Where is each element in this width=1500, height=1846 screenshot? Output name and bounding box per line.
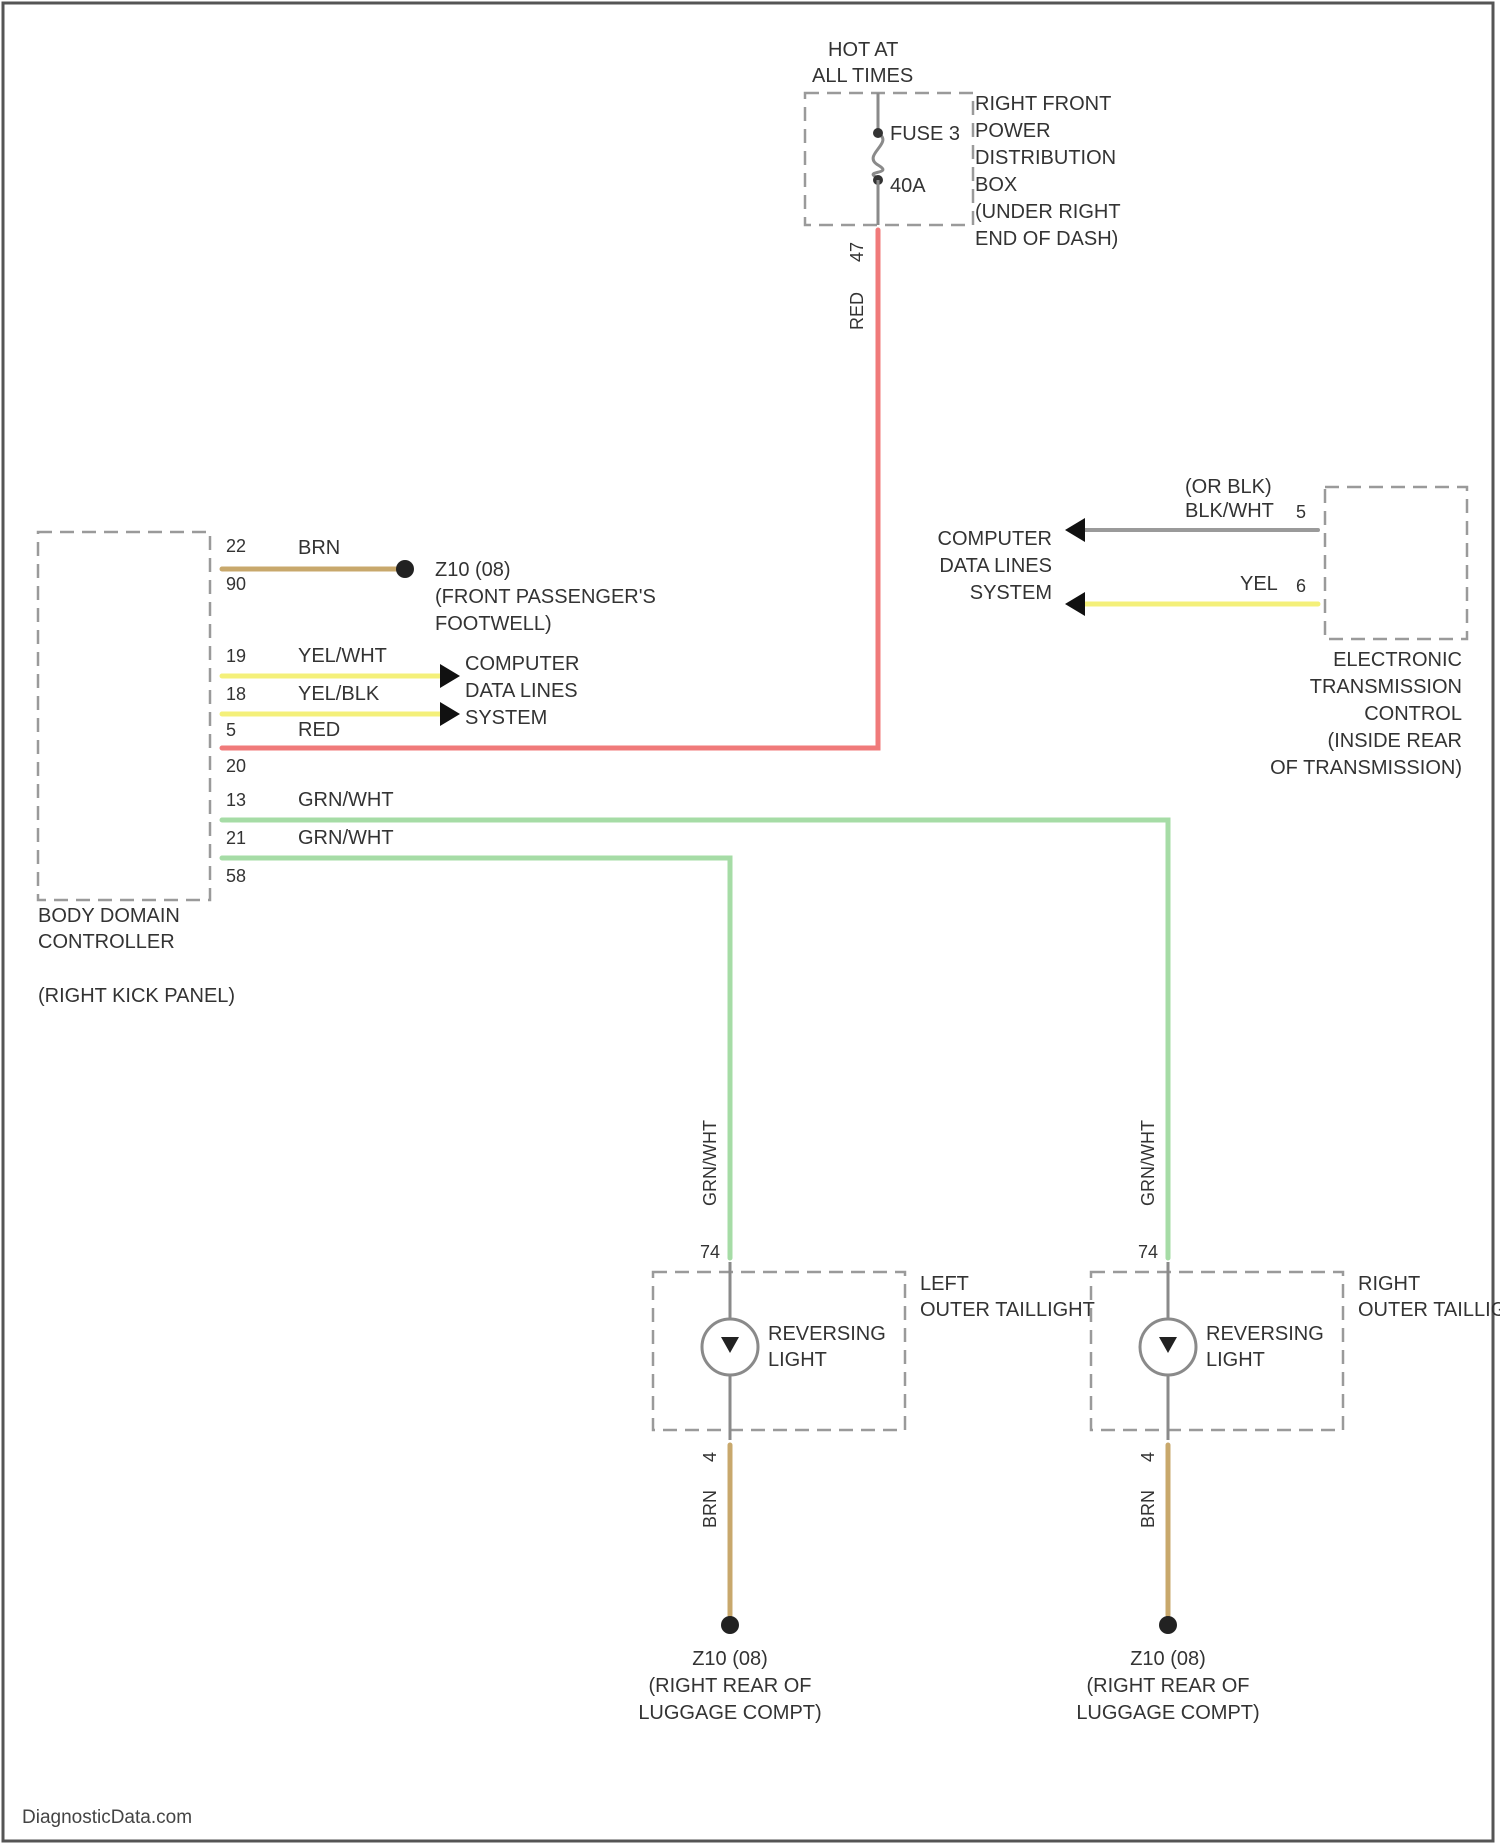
etc-data-line-3: SYSTEM	[970, 582, 1052, 604]
etc-name-line-2: TRANSMISSION	[1310, 676, 1462, 698]
all-times-label: ALL TIMES	[812, 65, 913, 87]
bdc-pin-90: 90	[226, 574, 246, 594]
right-in-pin: 74	[1138, 1242, 1158, 1262]
etc-wire1-line-2: BLK/WHT	[1185, 500, 1274, 522]
fuse-box-name: RIGHT FRONT POWER DISTRIBUTION BOX (UNDER RI…	[975, 93, 1121, 250]
right-ground-label-line-1: Z10 (08)	[1130, 1648, 1206, 1670]
fuse-icon	[873, 133, 883, 178]
left-ground-label-line-3: LUGGAGE COMPT)	[638, 1702, 821, 1724]
bdc-pin-5: 5	[226, 720, 236, 740]
left-taillight-name-line2: OUTER TAILLIGHT	[920, 1299, 1095, 1321]
fuse-box-name-line-2: POWER	[975, 120, 1051, 142]
bdc-ground-line-2: (FRONT PASSENGER'S	[435, 586, 656, 608]
left-in-wire-label: GRN/WHT	[700, 1120, 720, 1206]
right-outer-taillight: RIGHT OUTER TAILLIGHT REVERSING LIGHT 74 4 GRN…	[1076, 1120, 1500, 1724]
fuse-box-outline	[805, 93, 973, 225]
yel-blk-label: YEL/BLK	[298, 683, 380, 705]
etc-wire2-label: YEL	[1240, 573, 1278, 595]
right-taillight-name-line2: OUTER TAILLIGHT	[1358, 1299, 1500, 1321]
etc-wire1-label: (OR BLK)BLK/WHT	[1185, 476, 1274, 522]
bdc-name-line1: BODY DOMAIN	[38, 905, 180, 927]
left-outer-taillight: LEFT OUTER TAILLIGHT REVERSING LIGHT 74 4 GRN/…	[638, 1120, 1095, 1724]
brn-wire-label: BRN	[298, 537, 340, 559]
bdc-pin-21: 21	[226, 828, 246, 848]
grn-wht-label-1: GRN/WHT	[298, 789, 394, 811]
bdc-pin-19: 19	[226, 646, 246, 666]
data-arrow-2	[440, 702, 460, 726]
etc-name-line-3: CONTROL	[1364, 703, 1462, 725]
right-ground-label-line-3: LUGGAGE COMPT)	[1076, 1702, 1259, 1724]
diagram-frame	[3, 3, 1493, 1841]
fuse-box-name-line-1: RIGHT FRONT	[975, 93, 1111, 115]
bdc-pin-numbers: 22 90 19 18 5 20 13 21 58	[226, 536, 246, 886]
right-out-pin: 4	[1138, 1452, 1158, 1462]
bdc-data-line-3: SYSTEM	[465, 707, 547, 729]
etc-wire1-line-1: (OR BLK)	[1185, 476, 1272, 498]
bdc-data-lines-label: COMPUTER DATA LINES SYSTEM	[465, 653, 579, 729]
bdc-ground-label: Z10 (08) (FRONT PASSENGER'S FOOTWELL)	[435, 559, 656, 635]
etc-data-arrow-2	[1065, 592, 1085, 616]
hot-at-label: HOT AT	[828, 39, 898, 61]
left-taillight-name-line1: LEFT	[920, 1273, 969, 1295]
bdc-pin-58: 58	[226, 866, 246, 886]
fuse-red-wire-label: RED	[847, 292, 867, 330]
bdc-ground-line-3: FOOTWELL)	[435, 613, 552, 635]
etc-name: ELECTRONIC TRANSMISSION CONTROL (INSIDE REA…	[1270, 649, 1462, 779]
data-arrow-1	[440, 664, 460, 688]
bdc-location: (RIGHT KICK PANEL)	[38, 985, 235, 1007]
etc-data-line-1: COMPUTER	[938, 528, 1052, 550]
ground-point-z10-footwell	[396, 560, 414, 578]
etc-wire2-pin: 6	[1296, 576, 1306, 596]
right-taillight-name-line1: RIGHT	[1358, 1273, 1420, 1295]
fuse-box-name-line-4: BOX	[975, 174, 1017, 196]
fuse-box-name-line-5: (UNDER RIGHT	[975, 201, 1121, 223]
left-bulb-label-line1: REVERSING	[768, 1323, 886, 1345]
left-ground-label-line-1: Z10 (08)	[692, 1648, 768, 1670]
etc-name-line-5: OF TRANSMISSION)	[1270, 757, 1462, 779]
bdc-ground-line-1: Z10 (08)	[435, 559, 511, 581]
left-ground-label-line-2: (RIGHT REAR OF	[649, 1675, 812, 1697]
bdc-outline	[38, 532, 210, 900]
right-out-wire-label: BRN	[1138, 1490, 1158, 1528]
fuse-number-label: FUSE 3	[890, 123, 960, 145]
bdc-pin-18: 18	[226, 684, 246, 704]
red-wire-label: RED	[298, 719, 340, 741]
left-out-wire-label: BRN	[700, 1490, 720, 1528]
etc-data-line-2: DATA LINES	[939, 555, 1052, 577]
left-ground-point	[721, 1616, 739, 1634]
fuse-terminal-top	[873, 128, 883, 138]
bdc-name-line2: CONTROLLER	[38, 931, 175, 953]
bdc-pin-20: 20	[226, 756, 246, 776]
fuse-box-name-line-3: DISTRIBUTION	[975, 147, 1116, 169]
right-bulb-label-line2: LIGHT	[1206, 1349, 1265, 1371]
bdc-pin-22: 22	[226, 536, 246, 556]
grn-wht-wire-right	[222, 820, 1168, 1258]
right-in-wire-label: GRN/WHT	[1138, 1120, 1158, 1206]
etc-outline	[1325, 487, 1467, 639]
etc-wire1-pin: 5	[1296, 502, 1306, 522]
right-ground-point	[1159, 1616, 1177, 1634]
etc-name-line-1: ELECTRONIC	[1333, 649, 1462, 671]
fuse-box-pin: 47	[847, 242, 867, 262]
bdc-data-line-2: DATA LINES	[465, 680, 578, 702]
etc-data-lines-label: COMPUTER DATA LINES SYSTEM	[938, 528, 1052, 604]
fuse-amperage-label: 40A	[890, 175, 926, 197]
left-in-pin: 74	[700, 1242, 720, 1262]
bdc-pin-13: 13	[226, 790, 246, 810]
yel-wht-label: YEL/WHT	[298, 645, 387, 667]
etc-name-line-4: (INSIDE REAR	[1328, 730, 1462, 752]
etc-data-arrow-1	[1065, 518, 1085, 542]
right-ground-label-line-2: (RIGHT REAR OF	[1087, 1675, 1250, 1697]
grn-wht-wire-left	[222, 858, 730, 1258]
left-bulb-filament	[721, 1337, 739, 1353]
left-bulb-label-line2: LIGHT	[768, 1349, 827, 1371]
watermark: DiagnosticData.com	[22, 1807, 192, 1828]
left-out-pin: 4	[700, 1452, 720, 1462]
right-bulb-label-line1: REVERSING	[1206, 1323, 1324, 1345]
right-bulb-filament	[1159, 1337, 1177, 1353]
grn-wht-label-2: GRN/WHT	[298, 827, 394, 849]
bdc-data-line-1: COMPUTER	[465, 653, 579, 675]
fuse-box-name-line-6: END OF DASH)	[975, 228, 1118, 250]
